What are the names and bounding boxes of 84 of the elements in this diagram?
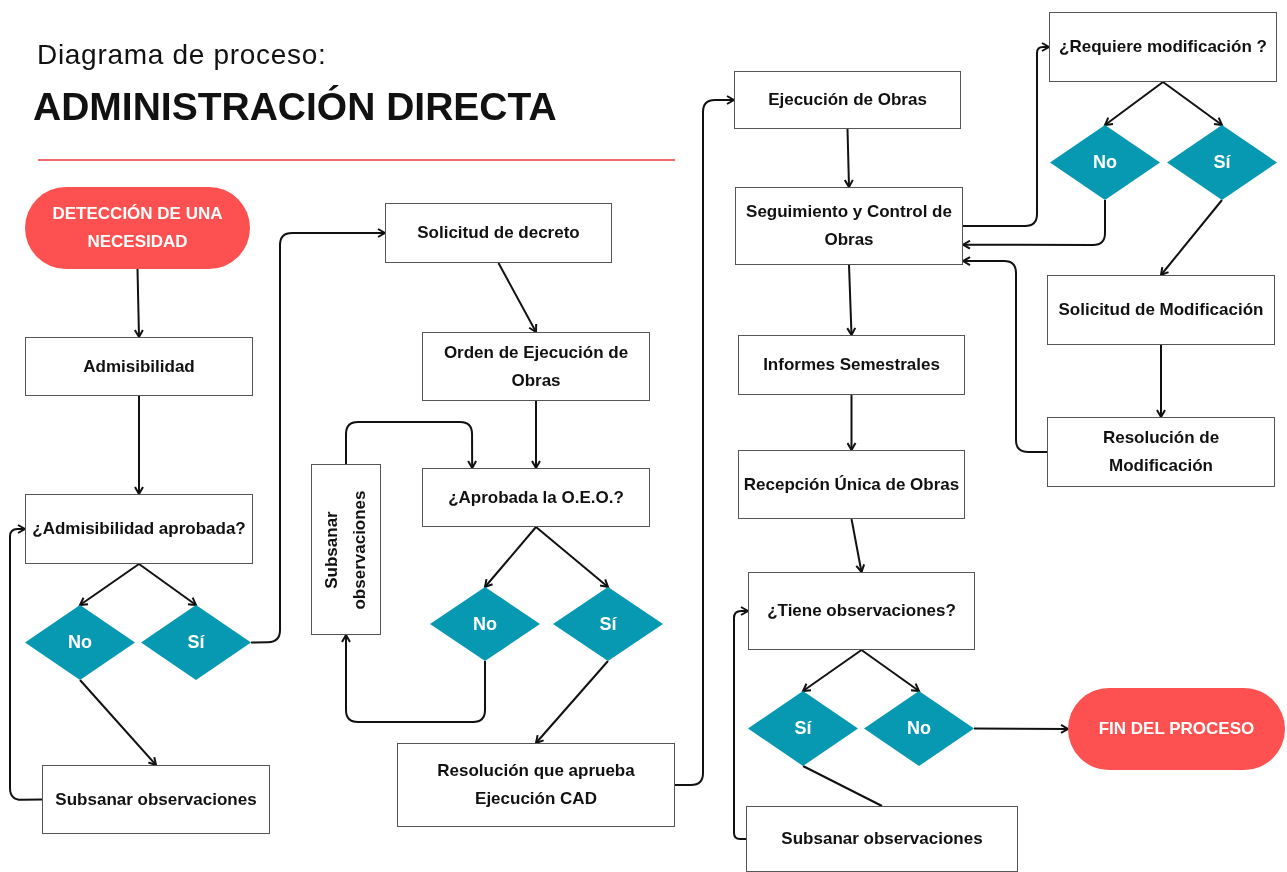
step-text: Admisibilidad [83,355,195,378]
process-box [738,335,965,395]
arrow [846,394,857,451]
step-text: ¿Tiene observaciones? [767,600,956,622]
step-text: DETECCIÓN DE UNA NECESIDAD [51,203,224,253]
decision-diamond [1050,125,1160,200]
process-box [422,332,650,401]
arrow [1160,199,1223,276]
step-text: No [68,631,92,654]
arrow [973,723,1069,734]
step-text: FIN DEL PROCESO [1098,718,1255,740]
step-text: Sí [1213,151,1231,174]
process-box [735,187,963,265]
step-text: Sí [187,631,205,654]
arrow [846,264,857,336]
arrow [850,518,866,573]
step-text: Sí [599,612,617,636]
arrow [1156,344,1166,418]
step-text: ¿Requiere modificación ? [1059,36,1267,58]
subtitle: Diagrama de proceso: [37,38,327,72]
process-box [25,337,253,396]
arrow [843,128,854,188]
process-box [385,203,612,263]
step-text: Resolución que aprueba Ejecución CAD [436,760,636,810]
process-box [1049,12,1277,82]
arrow [962,199,1106,250]
step-text: No [1093,151,1117,174]
process-box [397,743,675,827]
step-text: Informes Semestrales [763,354,940,376]
title: ADMINISTRACIÓN DIRECTA [33,84,557,130]
step-text: No [907,717,931,740]
step-text: Orden de Ejecución de Obras [442,341,630,392]
process-box [746,806,1018,872]
decision-diamond [1167,125,1277,200]
arrow [962,256,1048,453]
decision-diamond [141,605,251,680]
process-box [748,572,975,650]
process-box [25,494,253,564]
step-text: No [473,612,497,636]
arrow [1104,81,1164,126]
step-text: ¿Aprobada la O.E.O.? [448,486,624,509]
arrow [134,395,144,495]
arrow [1162,81,1223,126]
step-text: Solicitud de decreto [417,222,580,244]
process-box [738,450,965,519]
arrow [345,421,478,469]
arrow [674,95,735,786]
arrow [138,563,197,606]
decision-diamond [748,691,858,766]
arrow [860,649,920,692]
process-box [1047,417,1275,487]
arrow [531,400,541,469]
step-text: Subsanar observaciones [321,488,370,612]
arrow [250,228,386,644]
arrow [733,606,749,840]
process-box [311,464,381,635]
process-box [422,468,650,527]
step-text: Subsanar observaciones [55,788,257,811]
arrow [79,679,157,766]
step-text: Seguimiento y Control de Obras [745,201,953,251]
decision-diamond [25,605,135,680]
arrow [341,634,486,723]
arrow [535,660,609,744]
step-text: Resolución de Modificación [1101,427,1221,477]
decision-diamond [553,587,663,661]
process-box [42,765,270,834]
step-text: Subsanar observaciones [781,828,983,850]
arrow [133,268,144,338]
arrow [535,526,609,588]
decision-diamond [864,691,974,766]
decision-diamond [430,587,540,661]
step-text: Ejecución de Obras [768,89,927,111]
arrow [484,526,537,588]
step-text: Solicitud de Modificación [1058,299,1264,321]
process-box [734,71,961,129]
arrow [9,524,43,801]
arrow [802,649,863,692]
arrow [497,262,538,333]
process-box [1047,275,1275,345]
arrow [962,42,1050,227]
arrow [79,563,140,606]
step-text: Sí [794,717,812,740]
step-text: Recepción Única de Obras [743,473,960,496]
step-text: ¿Admisibilidad aprobada? [32,518,246,540]
